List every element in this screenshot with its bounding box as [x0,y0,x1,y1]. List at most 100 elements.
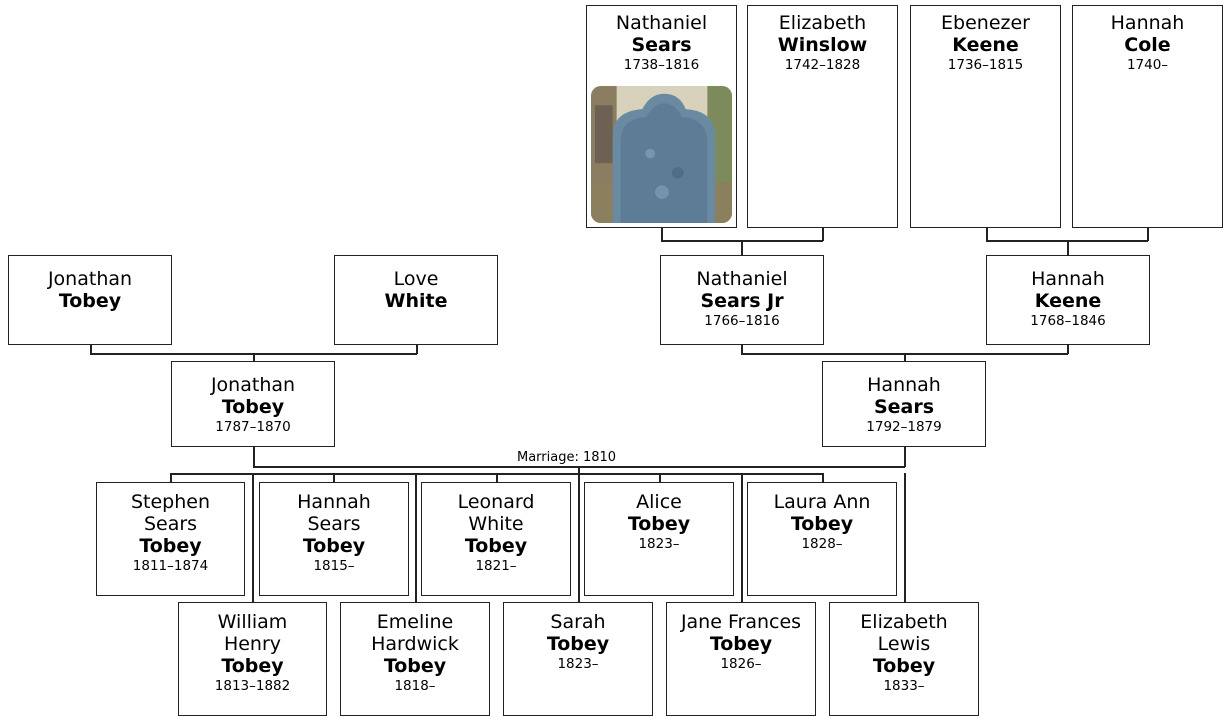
first-name: Elizabeth Lewis [860,611,948,655]
marriage-label: Marriage: 1810 [515,450,619,465]
life-dates: 1736–1815 [947,57,1024,73]
first-name: Hannah [867,374,941,396]
first-name: Laura Ann [773,491,871,513]
life-dates: 1823– [557,656,599,672]
connector-line [1067,345,1069,354]
last-name: Winslow [777,34,868,56]
life-dates: 1811–1874 [132,558,209,574]
first-name: Jane Frances [680,611,802,633]
first-name: Nathaniel [696,268,788,290]
life-dates: 1813–1882 [214,678,291,694]
last-name: Tobey [464,535,528,557]
connector-line [904,473,906,602]
first-name: Sarah [550,611,606,633]
connector-line [1067,240,1069,255]
life-dates: 1768–1846 [1030,313,1106,329]
life-dates: 1766–1816 [704,313,780,329]
connector-line [822,228,824,241]
connector-line [822,473,824,482]
first-name: Love [393,268,439,290]
connector-line [333,473,335,482]
life-dates: 1787–1870 [215,419,291,435]
life-dates: 1828– [801,536,843,552]
life-dates: 1818– [394,678,436,694]
connector-line [986,228,988,241]
connector-line [741,473,743,602]
last-name: White [384,290,448,312]
connector-line [904,447,906,467]
last-name: Tobey [790,513,854,535]
connector-line [1147,228,1149,241]
first-name: Leonard White [457,491,535,535]
last-name: Tobey [709,633,773,655]
connector-line [904,353,906,361]
life-dates: 1792–1879 [866,419,942,435]
last-name: Tobey [58,290,122,312]
life-dates: 1833– [883,678,925,694]
connector-line [253,447,255,467]
life-dates: 1815– [313,558,355,574]
first-name: Emeline Hardwick [371,611,459,655]
connector-line [496,473,498,482]
life-dates: 1821– [475,558,517,574]
life-dates: 1740– [1126,57,1169,73]
first-name: William Henry [217,611,288,655]
life-dates: 1742–1828 [784,57,861,73]
connector-line [416,345,418,354]
person-photo [591,86,732,223]
connector-line [170,473,172,482]
connector-line [90,345,92,354]
last-name: Tobey [383,655,447,677]
life-dates: 1738–1816 [623,57,700,73]
connector-line [661,228,663,241]
last-name: Sears Jr [700,290,784,312]
last-name: Keene [1034,290,1102,312]
connector-line [741,240,743,255]
last-name: Sears [631,34,692,56]
first-name: Nathaniel [615,12,708,34]
connector-line [253,353,255,361]
first-name: Hannah Sears [297,491,371,535]
gravestone-photo [591,86,732,223]
last-name: Tobey [302,535,366,557]
first-name: Ebenezer [941,12,1030,34]
first-name: Hannah [1110,12,1185,34]
first-name: Elizabeth [778,12,867,34]
connector-line [415,473,417,602]
connector-line [578,473,580,602]
last-name: Cole [1124,34,1171,56]
last-name: Tobey [546,633,610,655]
life-dates: 1823– [638,536,680,552]
life-dates: 1826– [720,656,762,672]
last-name: Tobey [872,655,936,677]
last-name: Tobey [221,655,284,677]
last-name: Sears [873,396,935,418]
first-name: Alice [636,491,682,513]
first-name: Jonathan [210,374,296,396]
last-name: Tobey [139,535,202,557]
connector-line [252,473,254,602]
first-name: Jonathan [47,268,133,290]
first-name: Hannah [1031,268,1105,290]
